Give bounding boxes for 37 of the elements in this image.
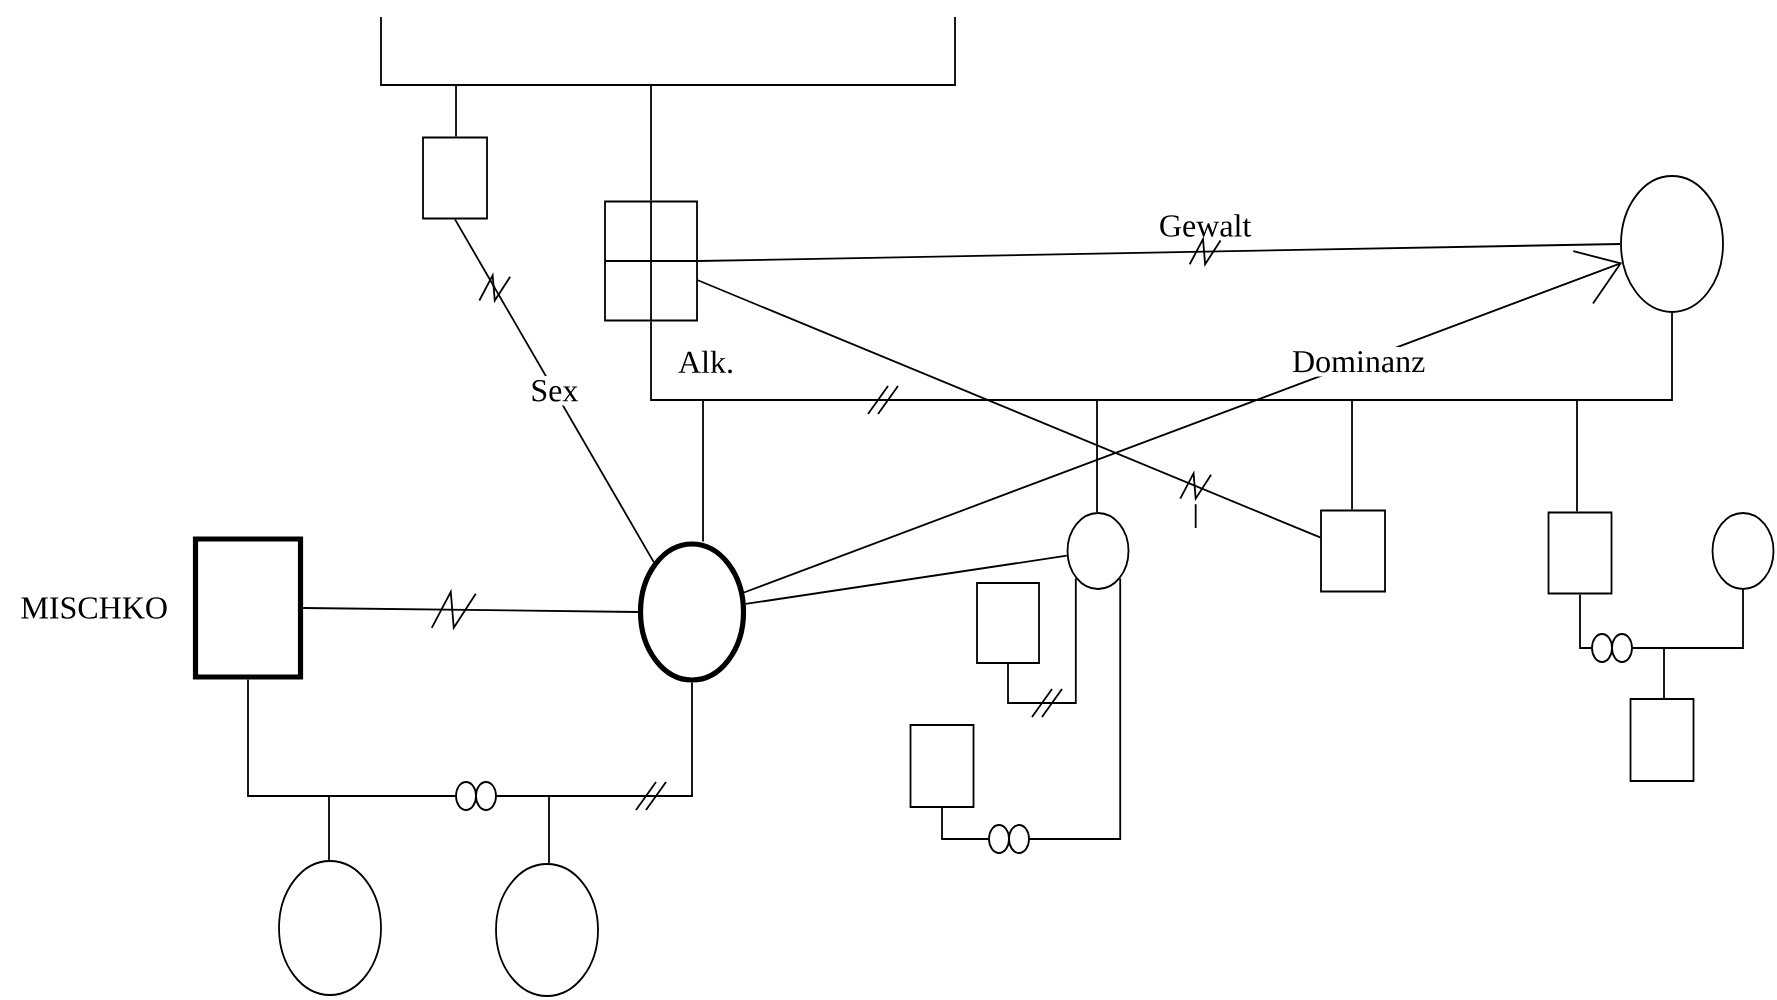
crossed-square-symbol: [604, 200, 698, 322]
descent-line: [1663, 647, 1665, 699]
circle-symbol: [278, 860, 382, 996]
arrow: [743, 250, 1623, 594]
square-symbol: [1629, 698, 1695, 782]
relationship-line: [302, 607, 639, 613]
square-symbol: [422, 136, 488, 220]
relationship-line: [454, 218, 655, 563]
circle-symbol: [1066, 512, 1130, 590]
edge-label: Gewalt: [1160, 214, 1252, 237]
edge-label: Sex: [526, 376, 583, 406]
relationship-line: [697, 279, 1321, 539]
descent-line: [1351, 399, 1353, 511]
descent-line: [328, 795, 330, 861]
descent-line: [650, 84, 652, 202]
name-label: MISCHKO: [21, 597, 167, 619]
relationship-line: [697, 243, 1621, 262]
relationship-line: [744, 554, 1068, 605]
square-symbol: [976, 582, 1040, 664]
descent-line: [1576, 399, 1578, 513]
descent-line: [548, 795, 550, 864]
square-symbol: [1320, 509, 1386, 593]
square-symbol: [1547, 511, 1613, 595]
circle-symbol: [1711, 512, 1775, 590]
circle-symbol: [495, 863, 599, 997]
annotation-label: Alk.: [678, 350, 732, 374]
circle-symbol: [637, 541, 747, 683]
circle-symbol: [1620, 175, 1724, 313]
descent-line: [702, 399, 704, 543]
partnership-line: [247, 678, 693, 797]
edge-label: Dominanz: [1288, 346, 1430, 377]
descent-line: [455, 84, 457, 138]
descent-line: [1096, 399, 1098, 513]
partnership-line: [941, 577, 1122, 840]
partnership-line: [650, 312, 1673, 401]
partnership-line: [1007, 577, 1077, 704]
square-symbol: [909, 724, 975, 808]
